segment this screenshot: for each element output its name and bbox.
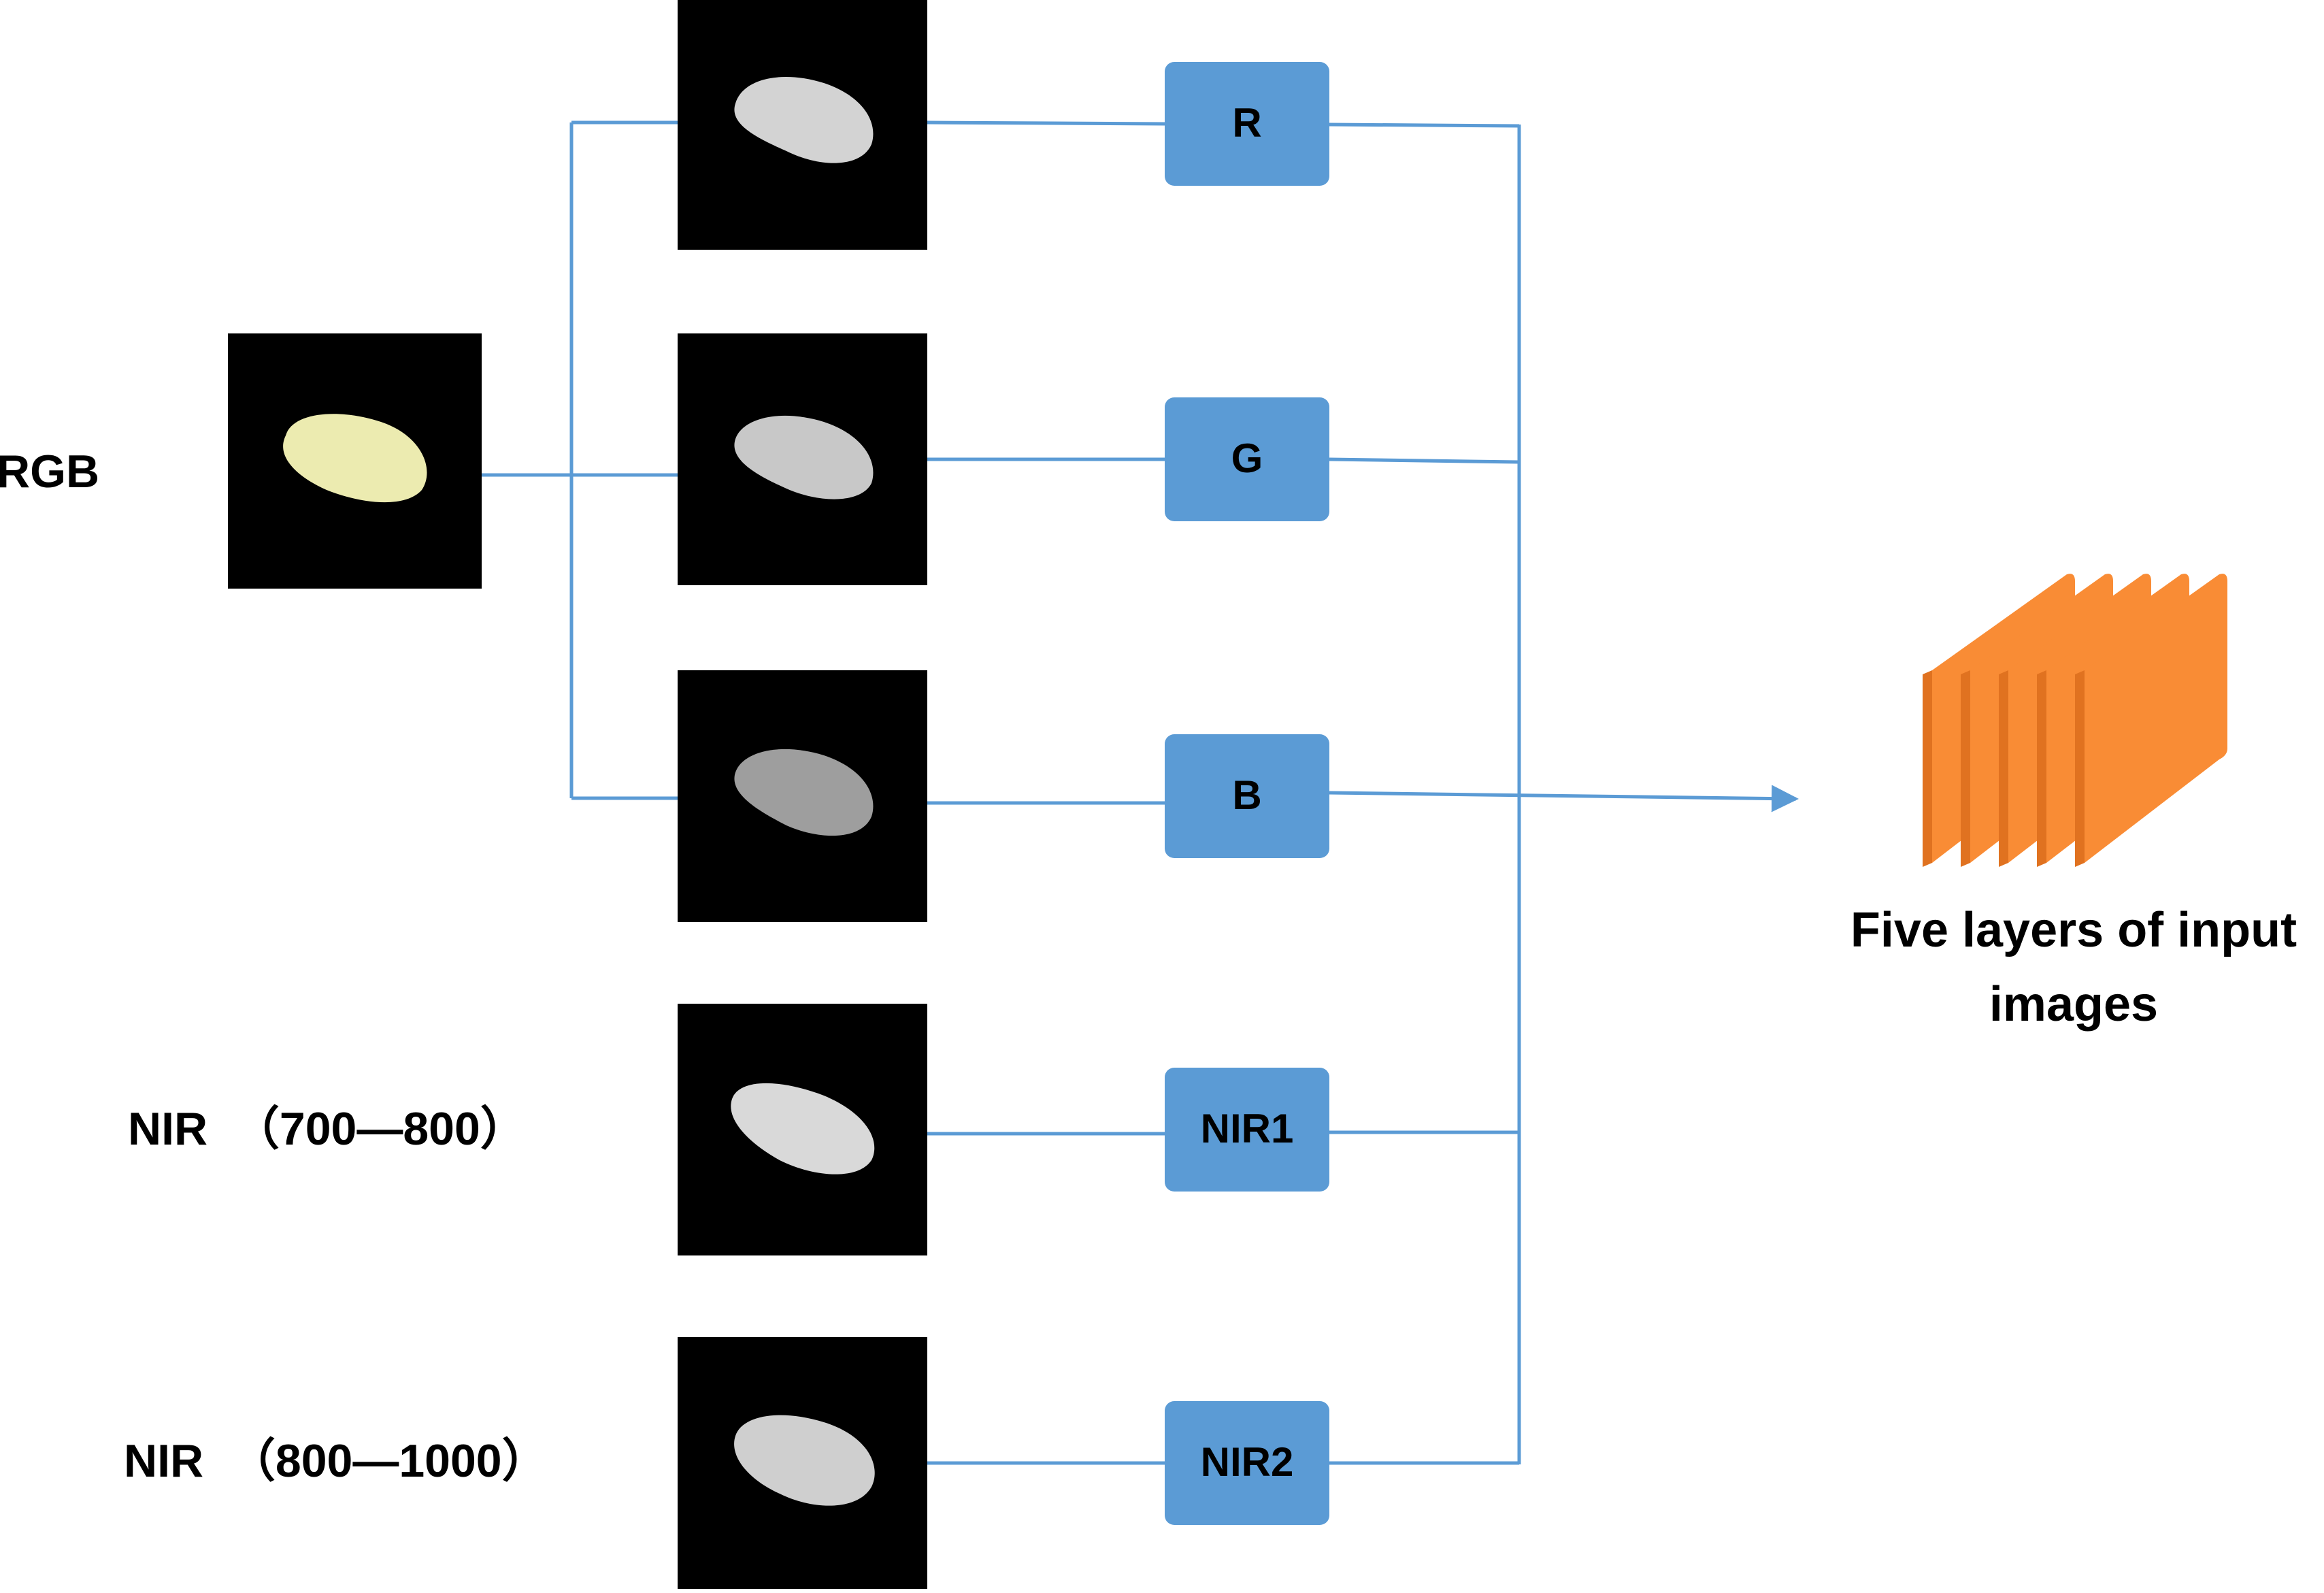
- b-channel-label: B: [1232, 772, 1261, 818]
- nir2-grain-image: [734, 1415, 875, 1506]
- nir1-channel-thumbnail: [678, 1004, 927, 1255]
- r-image-to-box-line: [927, 120, 1165, 126]
- r-channel-label: R: [1232, 100, 1261, 146]
- r-grain-image: [734, 77, 874, 163]
- output-layer-5: [2075, 574, 2227, 867]
- channel-thumbnails: [678, 0, 927, 1589]
- nir2-channel-label: NIR2: [1201, 1439, 1294, 1485]
- output-layer-5-edge: [2075, 670, 2085, 867]
- output-layer-1-edge: [1923, 670, 1932, 867]
- nir1-channel-label: NIR1: [1201, 1106, 1294, 1151]
- nir2-channel-thumbnail: [678, 1337, 927, 1589]
- g-channel-box: G: [1165, 397, 1329, 521]
- output-arrow-line: [1329, 785, 1799, 812]
- nir2-channel-box-shape: [1165, 1401, 1329, 1525]
- nir1-channel-box: NIR1: [1165, 1068, 1329, 1192]
- rgb-grain-image: [283, 414, 427, 503]
- output-layer-4-edge: [2037, 670, 2046, 867]
- output-layer-stack: [1923, 574, 2227, 867]
- nir1-grain-image: [731, 1083, 875, 1175]
- r-box-to-collector-line: [1329, 122, 1520, 128]
- r-channel-thumbnail: [678, 0, 927, 250]
- output-layer-2-edge: [1961, 670, 1970, 867]
- output-caption-line1: Five layers of input: [1850, 903, 2297, 957]
- b-grain-image: [734, 749, 874, 836]
- g-channel-thumbnail: [678, 333, 927, 585]
- output-caption: Five layers of input images: [1850, 903, 2297, 1032]
- b-channel-box-shape: [1165, 734, 1329, 858]
- g-channel-label: G: [1231, 436, 1263, 481]
- r-channel-box-shape: [1165, 62, 1329, 186]
- nir2-channel-box: NIR2: [1165, 1401, 1329, 1525]
- nir2-source-label: NIR （800—1000）: [124, 1435, 548, 1487]
- b-channel-box: B: [1165, 734, 1329, 858]
- output-caption-line2: images: [1989, 977, 2158, 1032]
- output-layer-3-edge: [1999, 670, 2008, 867]
- b-channel-thumbnail: [678, 670, 927, 922]
- g-box-to-collector-line: [1329, 457, 1520, 464]
- g-channel-box-shape: [1165, 397, 1329, 521]
- rgb-source: RGB: [0, 333, 482, 589]
- output-layer-5-face: [2085, 574, 2227, 863]
- r-channel-box: R: [1165, 62, 1329, 186]
- nir1-channel-box-shape: [1165, 1068, 1329, 1192]
- nir1-source-label: NIR （700—800）: [128, 1103, 527, 1155]
- rgb-label: RGB: [0, 446, 99, 497]
- g-grain-image: [734, 415, 874, 499]
- connector-lines: [482, 120, 1799, 1465]
